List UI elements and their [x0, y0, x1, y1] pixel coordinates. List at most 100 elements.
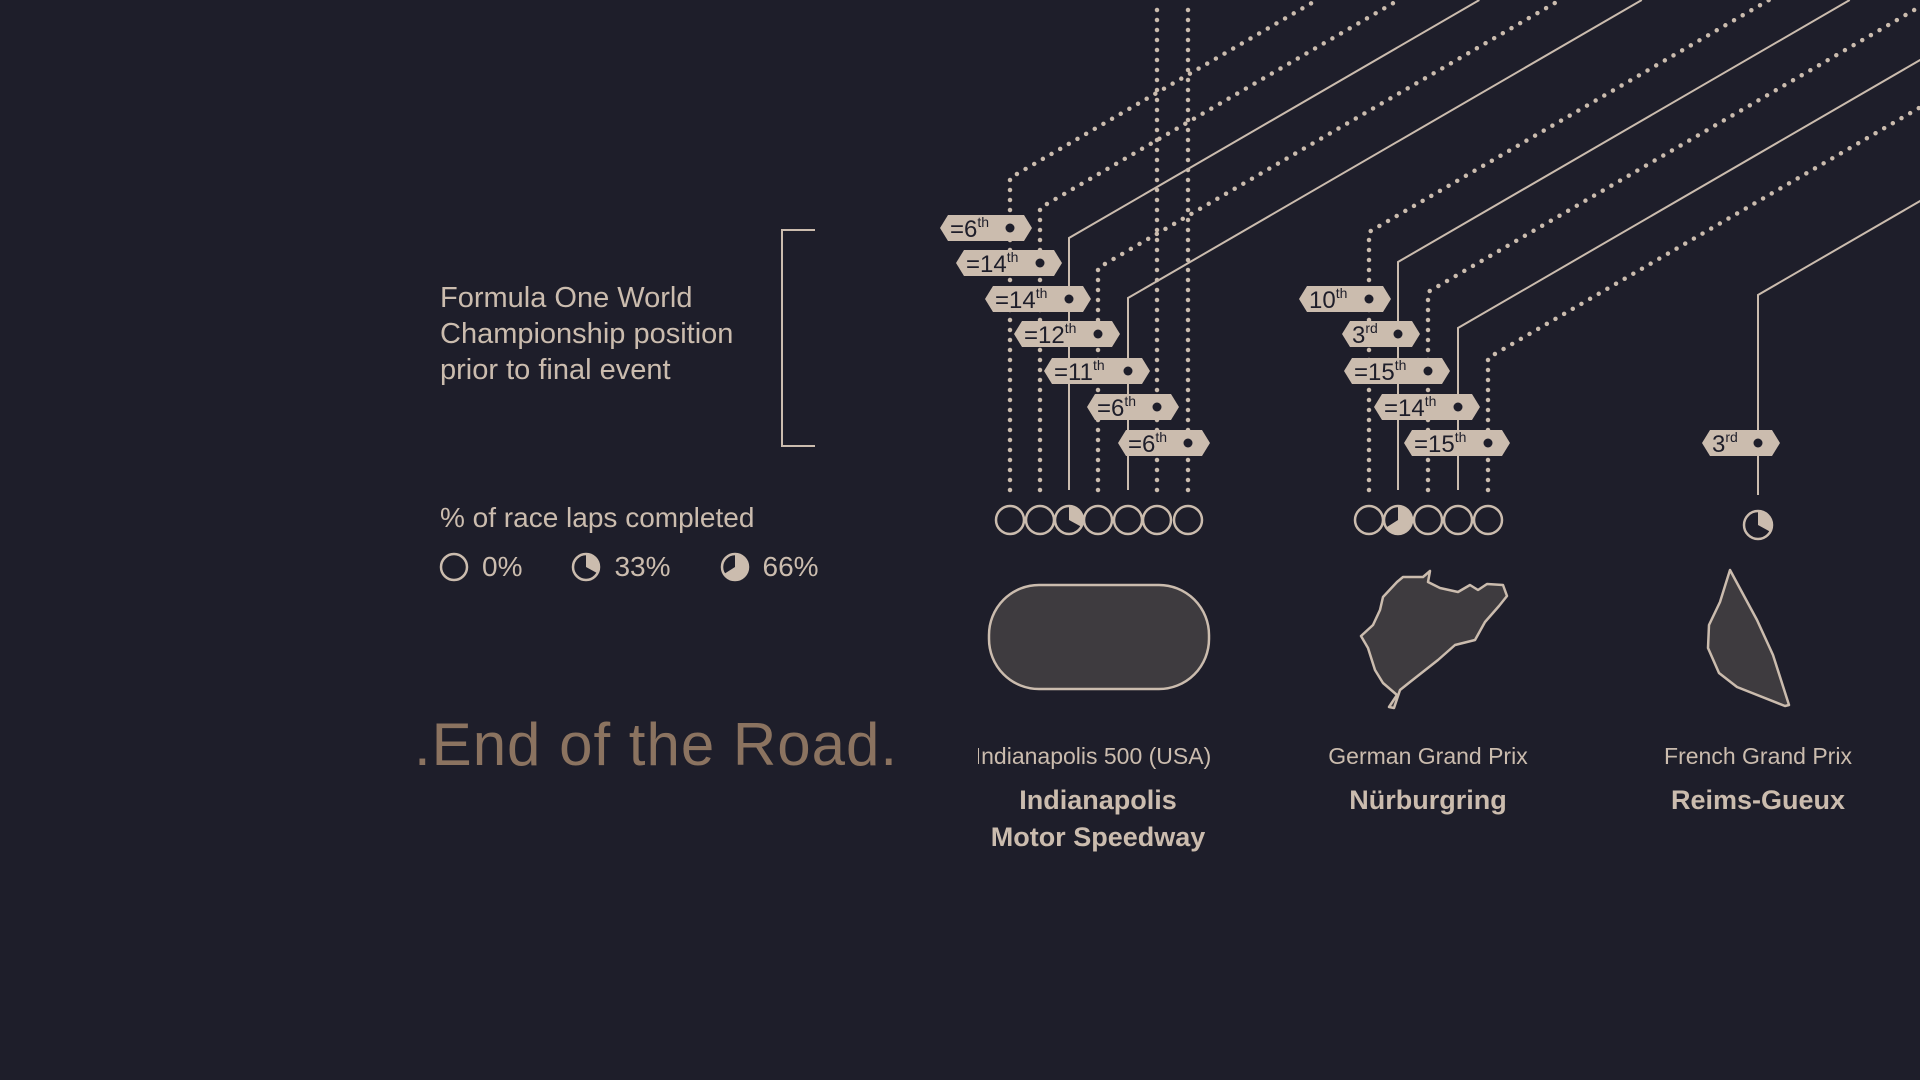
pie-outline — [1024, 504, 1056, 536]
position-label: =6th — [1128, 429, 1167, 458]
laps-completed-pie — [994, 504, 1026, 536]
tag-dot — [1152, 402, 1162, 412]
laps-completed-pie — [1053, 504, 1085, 536]
tag-shape — [1702, 430, 1780, 456]
pie-outline — [439, 552, 469, 582]
laps-completed-pie — [1412, 504, 1444, 536]
position-tag: =11th — [1044, 357, 1150, 386]
position-label: =14th — [995, 285, 1047, 314]
tag-shape — [985, 286, 1091, 312]
tag-dot — [1753, 438, 1763, 448]
position-label: =14th — [1384, 393, 1436, 422]
position-label: =6th — [1097, 393, 1136, 422]
tag-dot — [1423, 366, 1433, 376]
tag-shape — [1299, 286, 1391, 312]
laps-legend-item: 66% — [719, 551, 819, 583]
laps-legend-label: 0% — [482, 551, 523, 582]
tag-dot — [1035, 258, 1045, 268]
driver-line — [1007, 0, 1320, 493]
circuit-name: Indianapolis Motor Speedway — [990, 785, 1206, 852]
laps-completed-pie — [1353, 504, 1385, 536]
pie-outline — [1082, 504, 1114, 536]
position-tag: =6th — [940, 214, 1032, 243]
driver-line — [1127, 0, 1643, 490]
laps-legend-label: 33% — [614, 551, 671, 582]
position-tag: 3rd — [1702, 429, 1780, 458]
pie-mark — [439, 552, 469, 582]
tag-shape — [1118, 430, 1210, 456]
tag-dot — [1364, 294, 1374, 304]
race-group: 3rd — [1702, 199, 1920, 541]
pie-outline — [994, 504, 1026, 536]
pie-fill — [723, 554, 748, 580]
indianapolis-track-icon — [987, 583, 1211, 691]
laps-legend: 0% 33% 66% — [438, 551, 819, 583]
position-label: 3rd — [1352, 320, 1378, 349]
laps-legend-item: 33% — [570, 551, 671, 583]
position-label: 10th — [1309, 285, 1347, 314]
laps-completed-pie — [1082, 504, 1114, 536]
tag-shape — [1044, 358, 1150, 384]
pie-fill — [1069, 506, 1083, 527]
pie-outline — [1141, 504, 1173, 536]
tag-shape — [1014, 321, 1120, 347]
tag-dot — [1483, 438, 1493, 448]
pie-0-icon — [439, 552, 469, 582]
tag-dot — [1123, 366, 1133, 376]
tag-dot — [1093, 329, 1103, 339]
pie-mark — [572, 552, 601, 582]
laps-legend-item: 0% — [438, 551, 522, 583]
pie-outline — [1442, 504, 1474, 536]
laps-completed-pie — [1024, 504, 1056, 536]
driver-line — [1095, 0, 1563, 493]
driver-line — [1457, 58, 1920, 490]
pie-fill — [1758, 511, 1772, 532]
laps-completed-pie — [1141, 504, 1173, 536]
pie-mark — [720, 552, 749, 582]
race-indianapolis: Indianapolis 500 (USA) Indianapolis Moto… — [948, 743, 1248, 856]
position-tag: 10th — [1299, 285, 1391, 314]
tag-dot — [1005, 223, 1015, 233]
tag-shape — [940, 215, 1032, 241]
circuit-name: Reims-Gueux — [1670, 785, 1846, 815]
laps-completed-pie — [1472, 504, 1504, 536]
tag-shape — [1344, 358, 1450, 384]
position-label: =11th — [1054, 357, 1105, 386]
driver-line — [1485, 104, 1920, 493]
tag-shape — [1342, 321, 1420, 347]
laps-legend-label: 66% — [762, 551, 819, 582]
tag-shape — [1404, 430, 1510, 456]
pie-66-icon — [720, 552, 749, 582]
position-tag: =12th — [1014, 320, 1120, 349]
tag-shape — [956, 250, 1062, 276]
pie-outline — [1412, 504, 1444, 536]
position-label: =15th — [1354, 357, 1406, 386]
tag-shape — [1374, 394, 1480, 420]
laps-legend-title: % of race laps completed — [440, 502, 755, 533]
pie-outline — [1112, 504, 1144, 536]
position-tag: =15th — [1344, 357, 1450, 386]
position-label: 3rd — [1712, 429, 1738, 458]
tag-dot — [1453, 402, 1463, 412]
position-tag: =6th — [1118, 429, 1210, 458]
pie-fill — [1386, 506, 1412, 534]
position-tag: =14th — [985, 285, 1091, 314]
pie-33-icon — [572, 552, 601, 582]
driver-line — [1037, 0, 1401, 493]
driver-line — [1068, 0, 1480, 490]
race-name: Indianapolis 500 (USA) — [978, 743, 1212, 769]
circuit-name: Nürburgring — [1349, 785, 1507, 815]
position-label: =12th — [1024, 320, 1076, 349]
position-label: =15th — [1414, 429, 1466, 458]
race-name: French Grand Prix — [1664, 743, 1852, 769]
nurburgring-track-icon — [1359, 569, 1509, 710]
tag-dot — [1393, 329, 1403, 339]
position-legend-title: Formula One World Championship position … — [440, 282, 734, 386]
pie-outline — [1353, 504, 1385, 536]
position-tag: 3rd — [1342, 320, 1420, 349]
tag-dot — [1064, 294, 1074, 304]
laps-completed-pie — [1172, 504, 1204, 536]
reims-track-icon — [1706, 568, 1791, 708]
